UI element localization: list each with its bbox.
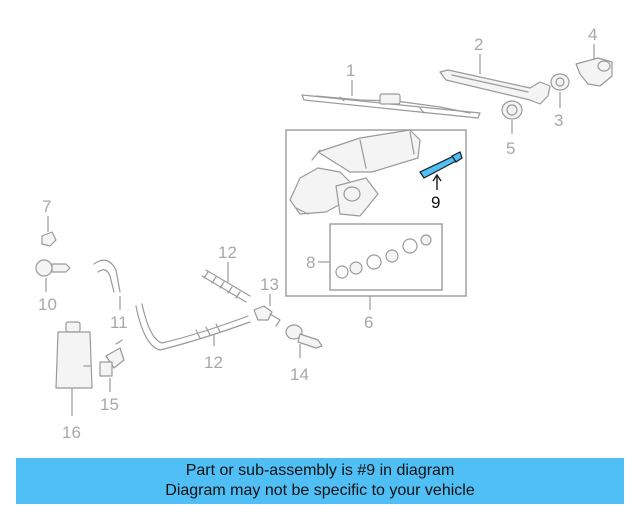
callout-13: 13 [260,275,279,294]
part-16-reservoir [55,321,93,401]
part-2-wiper-arm [439,69,551,105]
part-14-joint [285,324,323,349]
callout-2: 2 [474,35,483,54]
part-6-wiper-motor [289,129,421,217]
part-9-highlighted [419,151,463,179]
callout-9: 9 [431,193,440,212]
callout-10: 10 [38,295,57,314]
banner-line-1: Part or sub-assembly is #9 in diagram [185,462,455,479]
callout-12-lower: 12 [204,353,223,372]
callout-14: 14 [290,365,309,384]
part-7-clip [41,231,57,247]
assembly-6-box [285,129,467,297]
part-1-wiper-blade [301,93,481,119]
part-10-nozzle [35,259,71,277]
info-banner: Part or sub-assembly is #9 in diagram Di… [16,458,624,504]
callout-16: 16 [62,423,81,442]
callout-3: 3 [554,111,563,130]
part-15-pump [99,339,125,377]
callout-8: 8 [306,253,315,272]
callout-15: 15 [100,395,119,414]
part-4-cap [575,57,613,87]
arrowhead-9 [432,173,442,182]
callout-11: 11 [110,313,128,332]
part-3-nut [550,73,570,91]
banner-line-2: Diagram may not be specific to your vehi… [165,482,475,499]
callout-6: 6 [364,313,373,332]
part-5-grommet [501,100,523,120]
callout-1: 1 [346,61,355,80]
part-13-connector [253,305,281,327]
part-12-hose-upper [201,269,251,303]
callout-7: 7 [42,197,51,216]
part-8-seal-kit [335,234,432,279]
kit-8-box [329,223,443,291]
callout-4: 4 [588,25,597,44]
parts-diagram: 1 2 3 4 5 6 [35,25,613,442]
callout-5: 5 [506,139,515,158]
part-11-hose [93,259,121,293]
part-12-hose-lower [135,303,251,351]
callout-12-upper: 12 [218,243,237,262]
